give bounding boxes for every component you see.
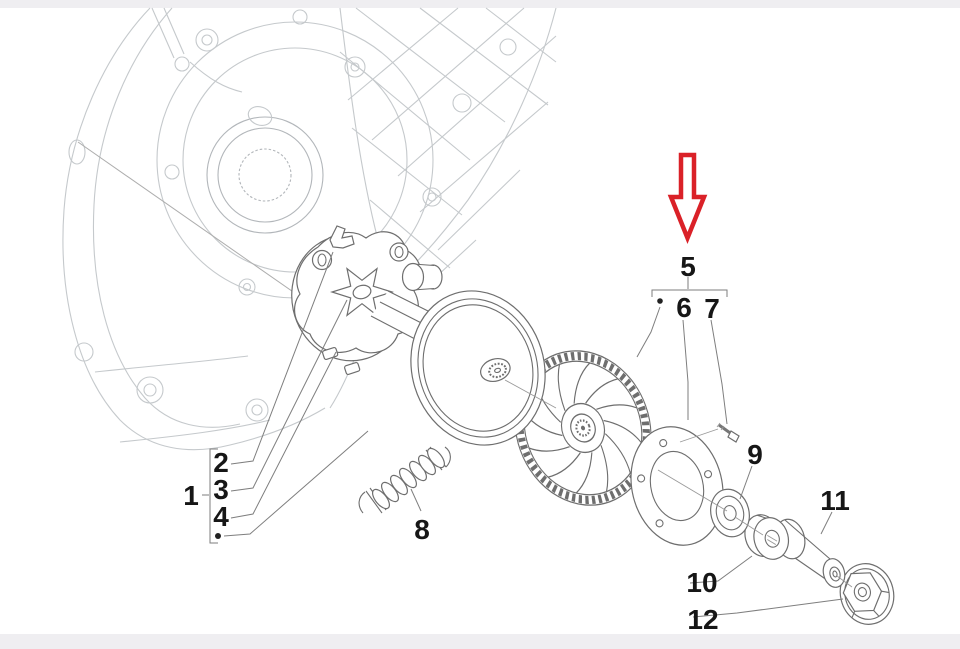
part-label-6: 6 — [676, 292, 692, 323]
flange-nut — [839, 563, 895, 625]
leader-5-dot — [636, 306, 661, 358]
bolt-hole — [655, 519, 664, 528]
part-label-8: 8 — [414, 514, 430, 545]
leader-11 — [820, 511, 833, 535]
retainer-clip — [329, 225, 355, 249]
group-bracket-1 — [209, 448, 218, 544]
leader-10 — [689, 555, 753, 584]
leader-4 — [230, 351, 337, 519]
bolt-hole — [659, 439, 668, 448]
leader-12 — [692, 598, 844, 618]
gasket-plate — [630, 426, 724, 546]
part-label-1: 1 — [183, 480, 199, 511]
part-label-2: 2 — [213, 447, 229, 478]
part-label-11: 11 — [820, 485, 850, 516]
group-bracket-5 — [651, 289, 728, 297]
leader-6 — [682, 319, 689, 420]
part-label-10: 10 — [686, 567, 717, 598]
leader-3 — [230, 299, 348, 492]
reference-dot-5 — [657, 298, 663, 304]
part-labels: 1 2 3 4 5 6 7 8 9 10 11 12 — [183, 251, 850, 635]
washer — [710, 488, 750, 538]
assembly-axis-lines — [504, 379, 853, 588]
top-edge-bar — [0, 0, 960, 8]
roller-cylinder — [401, 262, 443, 292]
part-label-9: 9 — [747, 439, 763, 470]
leader-7 — [710, 319, 728, 425]
part-label-7: 7 — [704, 293, 720, 324]
leader-2 — [230, 251, 334, 465]
splined-bore — [488, 362, 507, 379]
bottom-edge-bar — [0, 634, 960, 649]
red-arrow-icon — [667, 152, 708, 245]
set-screw — [679, 422, 740, 443]
part-label-4: 4 — [213, 501, 229, 532]
case-axis-line — [77, 141, 323, 313]
leader-8 — [410, 488, 422, 512]
spring-kit — [358, 446, 451, 514]
leader-9 — [739, 465, 753, 500]
part-label-5: 5 — [680, 251, 696, 282]
roller-weight-b — [389, 242, 409, 262]
slider-shoe-b — [344, 361, 361, 375]
roller-weight-a — [311, 249, 333, 271]
bolt-hole — [637, 474, 646, 483]
bolt-hole — [704, 470, 713, 479]
movable-pulley-half — [410, 290, 546, 446]
part-label-12: 12 — [687, 604, 718, 635]
spacer-bushing — [744, 514, 790, 560]
part-label-3: 3 — [213, 474, 229, 505]
fan-blades — [523, 362, 643, 494]
reference-dot-1 — [215, 533, 221, 539]
leader-lines — [202, 251, 844, 618]
leader-1-dot — [223, 430, 369, 537]
